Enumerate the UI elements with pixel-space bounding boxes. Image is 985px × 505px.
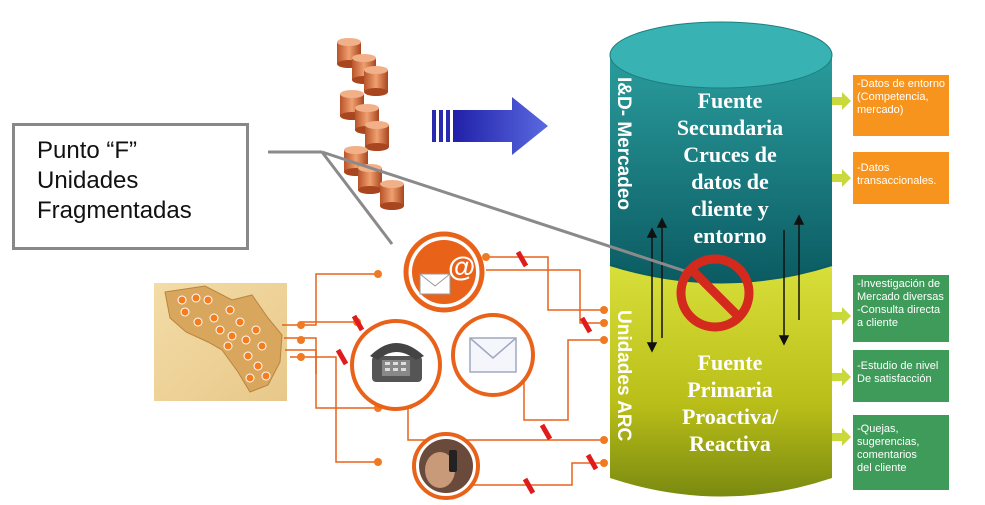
break-marks — [335, 250, 599, 495]
callout-pointers — [268, 150, 701, 278]
callout-box: Punto “F” Unidades Fragmentadas — [12, 123, 249, 250]
database-stack-icon — [337, 38, 404, 210]
blue-arrow — [432, 97, 548, 155]
output-box-datos-entorno: -Datos de entorno (Competencia, mercado) — [853, 75, 949, 136]
costa-rica-map — [154, 283, 287, 401]
prohibited-icon — [676, 254, 754, 332]
output-arrows — [832, 92, 851, 446]
cylinder-bottom-section — [610, 265, 832, 497]
output-box-quejas: -Quejas, sugerencias, comentarios del cl… — [853, 415, 949, 490]
output-box-investigacion: -Investigación de Mercado diversas -Cons… — [853, 275, 949, 342]
callout-line-2: Unidades — [37, 167, 139, 194]
cylinder-lid — [609, 21, 833, 89]
output-box-satisfaccion: -Estudio de nivel De satisfacción — [853, 350, 949, 402]
callout-line-1: Punto “F” — [37, 137, 138, 164]
email-channel-icon: @ — [403, 231, 485, 313]
mobile-phone-channel-icon — [412, 432, 480, 500]
envelope-channel-icon — [451, 313, 535, 397]
output-box-datos-transaccionales: -Datos transaccionales. — [853, 152, 949, 204]
vertical-label-id-mercadeo: I&D- Mercadeo — [613, 77, 634, 211]
secondary-source-text: Fuente Secundaria Cruces de datos de cli… — [676, 88, 784, 248]
phone-channel-icon — [350, 319, 442, 411]
cylinder-flow-arrows — [646, 214, 805, 353]
vertical-label-unidades-arc: Unidades ARC — [613, 310, 634, 442]
svg-text:@: @ — [448, 251, 475, 282]
primary-source-text: Fuente Primaria Proactiva/ Reactiva — [681, 350, 779, 456]
callout-line-3: Fragmentadas — [37, 197, 192, 224]
